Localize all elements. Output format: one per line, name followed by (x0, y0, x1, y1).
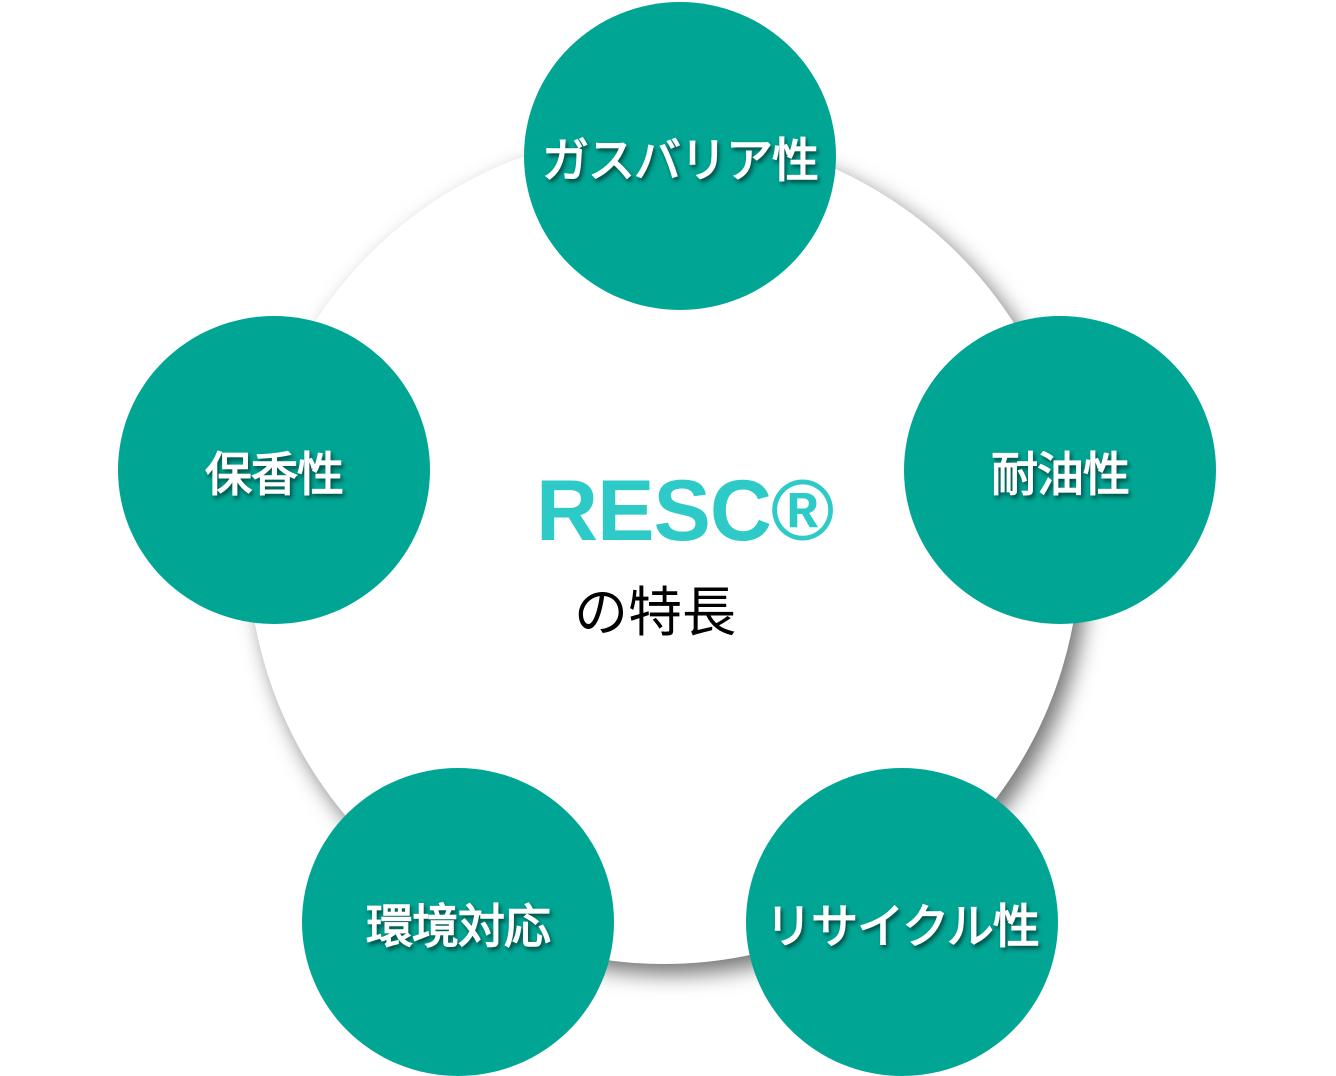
feature-recyclability: リサイクル性 (746, 768, 1058, 1076)
feature-label: 環境対応 (366, 899, 551, 955)
feature-gas-barrier: ガスバリア性 (524, 2, 836, 310)
center-title: RESC® (536, 463, 834, 559)
feature-label: リサイクル性 (765, 899, 1040, 955)
feature-aroma-retention: 保香性 (118, 316, 430, 624)
feature-label: 耐油性 (991, 447, 1130, 503)
feature-label: ガスバリア性 (542, 133, 819, 189)
feature-environment: 環境対応 (302, 768, 614, 1076)
feature-oil-resistance: 耐油性 (904, 316, 1216, 624)
center-subtitle: の特長 (574, 581, 736, 644)
feature-label: 保香性 (205, 447, 344, 503)
